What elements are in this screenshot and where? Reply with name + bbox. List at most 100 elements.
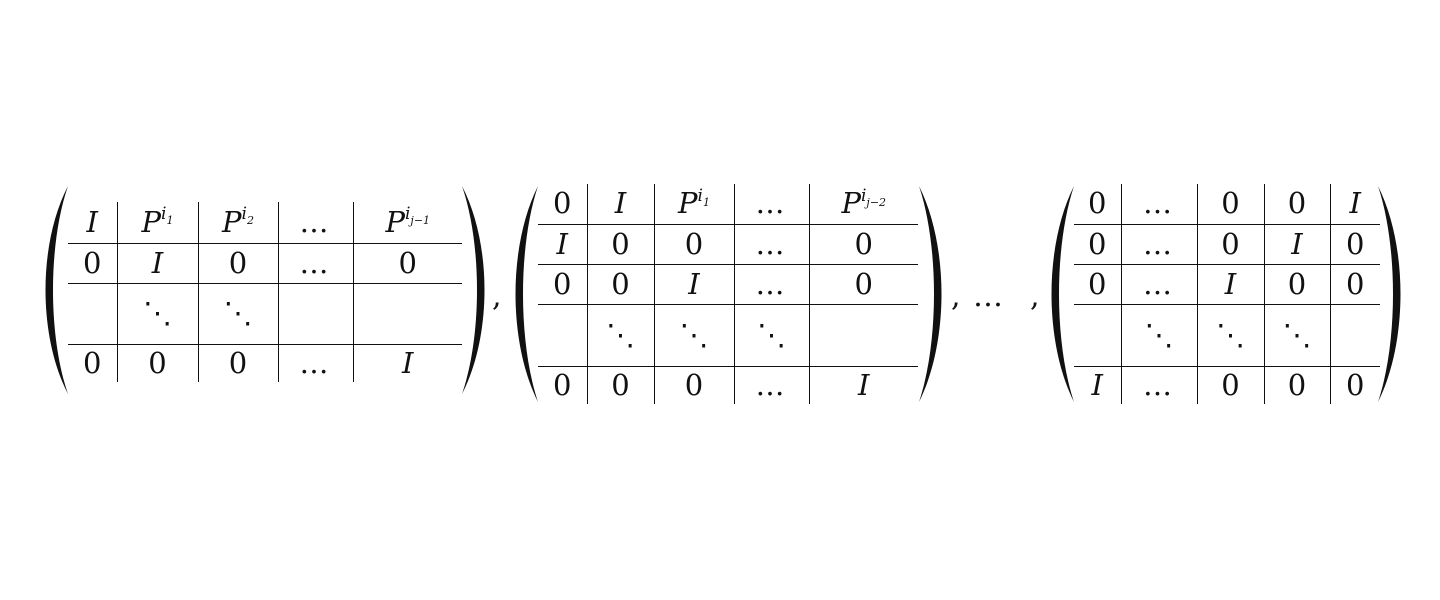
matrix-symbol: I bbox=[688, 266, 700, 301]
matrix-cell: 0 bbox=[538, 264, 588, 305]
matrix-cell bbox=[1074, 304, 1122, 367]
matrix-cell: 0 bbox=[654, 366, 735, 404]
matrix-cell: Pi1 bbox=[654, 184, 735, 225]
matrix-cell: Pij−1 bbox=[353, 202, 462, 244]
matrix-symbol: P bbox=[841, 186, 861, 221]
matrix-entry: 0 bbox=[854, 266, 873, 301]
diagonal-dots: ⋱ bbox=[757, 317, 786, 352]
matrix-cell: 0 bbox=[1330, 264, 1380, 305]
matrix-cell: … bbox=[1121, 366, 1198, 404]
matrix-symbol: I bbox=[402, 345, 414, 380]
matrix-cell: 0 bbox=[1197, 224, 1265, 265]
horizontal-dots: … bbox=[299, 345, 332, 380]
comma-separator: , bbox=[492, 279, 502, 314]
matrix-cell bbox=[809, 304, 918, 367]
matrix-entry: 0 bbox=[148, 345, 167, 380]
diagonal-dots: ⋱ bbox=[606, 317, 635, 352]
horizontal-dots: … bbox=[755, 367, 788, 402]
matrix-row: ⋱⋱⋱ bbox=[1074, 304, 1380, 367]
matrix-cell: 0 bbox=[1197, 184, 1265, 225]
matrix-cell: 0 bbox=[68, 243, 118, 284]
matrix-cell: 0 bbox=[654, 224, 735, 265]
exponent: ij−1 bbox=[405, 204, 431, 228]
matrix-cell: 0 bbox=[1330, 224, 1380, 265]
matrix-entry: 0 bbox=[398, 245, 417, 280]
diagonal-dots: ⋱ bbox=[223, 296, 253, 330]
matrix-entry: 0 bbox=[611, 367, 630, 402]
exponent-base: i bbox=[860, 185, 867, 206]
matrix-symbol: I bbox=[1224, 266, 1237, 301]
matrix-cell: ⋱ bbox=[587, 304, 655, 367]
matrix-entry: 0 bbox=[553, 367, 572, 402]
matrix-entry: 0 bbox=[1287, 266, 1307, 301]
matrix-cell: I bbox=[68, 202, 118, 244]
horizontal-dots: … bbox=[299, 245, 332, 280]
matrix-entry: 0 bbox=[611, 226, 630, 261]
exponent: i1 bbox=[161, 204, 173, 227]
matrix-cell: … bbox=[734, 184, 810, 225]
matrix-symbol: P bbox=[678, 186, 698, 221]
matrix-symbol: P bbox=[222, 204, 242, 239]
matrix-entry: 0 bbox=[1346, 226, 1365, 261]
matrix-cell: I bbox=[353, 344, 462, 382]
matrix-entry: 0 bbox=[1287, 367, 1307, 402]
matrix-row: 0 0 0 … I bbox=[538, 366, 918, 404]
matrix-cell: … bbox=[278, 202, 354, 244]
matrix-row: ⋱ ⋱ ⋱ bbox=[538, 304, 918, 367]
matrix-cell bbox=[1330, 304, 1380, 367]
matrix-entry: 0 bbox=[83, 345, 102, 380]
exponent-subscript: 1 bbox=[702, 195, 710, 209]
matrix-cell: … bbox=[278, 243, 354, 284]
matrix-cell: I bbox=[1197, 264, 1265, 305]
matrix-cell: 0 bbox=[538, 366, 588, 404]
matrix-entry: 0 bbox=[1221, 186, 1240, 221]
matrix-symbol: I bbox=[86, 204, 98, 239]
matrix-cell: 0 bbox=[68, 344, 118, 382]
matrix-cell: ⋱ bbox=[1121, 304, 1198, 367]
exponent-subscript: 2 bbox=[246, 214, 254, 228]
matrix-entry: 0 bbox=[1221, 367, 1240, 402]
matrix-entry: 0 bbox=[1346, 266, 1365, 301]
matrix-entry: 0 bbox=[1221, 226, 1240, 261]
left-parenthesis bbox=[44, 184, 70, 396]
exponent-subscript: j−1 bbox=[410, 214, 431, 228]
matrix-cell: 0 bbox=[587, 366, 655, 404]
matrix-entry: 0 bbox=[1346, 367, 1365, 402]
exponent-base: i bbox=[161, 204, 167, 225]
matrix-cell: 0 bbox=[353, 243, 462, 284]
matrix-cell: 0 bbox=[1264, 366, 1331, 404]
matrix-cell bbox=[278, 283, 354, 345]
matrix-entry: 0 bbox=[684, 367, 704, 402]
matrix-cell: ⋱ bbox=[1264, 304, 1331, 367]
matrix-cell: 0 bbox=[1074, 224, 1122, 265]
matrix-cell: I bbox=[1330, 184, 1380, 225]
matrix-cell: 0 bbox=[1074, 184, 1122, 225]
horizontal-dots: … bbox=[299, 204, 332, 239]
exponent-base: i bbox=[697, 185, 703, 206]
horizontal-dots: … bbox=[1143, 367, 1175, 402]
diagonal-dots: ⋱ bbox=[679, 317, 709, 352]
horizontal-dots: … bbox=[755, 186, 788, 221]
matrix-symbol: I bbox=[151, 245, 164, 280]
matrix-cell: 0 bbox=[117, 344, 199, 382]
matrix-symbol: I bbox=[1091, 367, 1103, 402]
matrix-symbol: I bbox=[858, 367, 870, 402]
matrix-cell: ⋱ bbox=[1197, 304, 1265, 367]
matrix-cell: … bbox=[734, 366, 810, 404]
horizontal-dots: … bbox=[755, 226, 788, 261]
matrix-entry: 0 bbox=[228, 245, 248, 280]
matrix-cell: ⋱ bbox=[198, 283, 279, 345]
matrix-symbol: I bbox=[614, 186, 627, 221]
exponent: i2 bbox=[242, 204, 254, 228]
matrix-cell: Pij−2 bbox=[809, 184, 918, 225]
